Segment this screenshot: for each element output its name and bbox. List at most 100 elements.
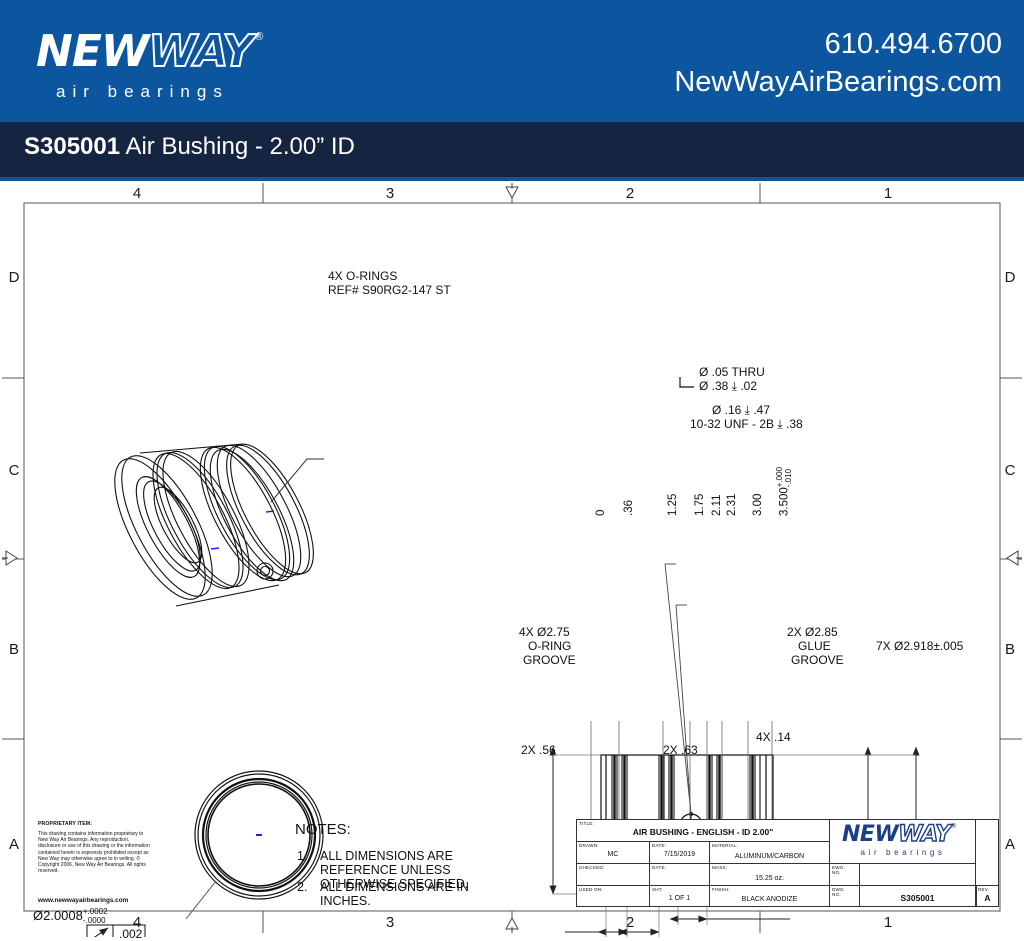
counterbore-symbol (679, 377, 694, 388)
tb-sht-value: 1 OF 1 (668, 895, 691, 902)
registered-trademark-icon: ® (255, 31, 264, 43)
zone-top-3: 3 (385, 185, 395, 202)
dim-bottom-row (565, 915, 790, 936)
tb-date1-caption: DATE: (652, 843, 667, 848)
tb-material-caption: MATERIAL: (712, 843, 738, 848)
ordinate-label-0: 0 (595, 509, 607, 516)
tb-cell-drawn: DRAWN: MC (577, 842, 650, 864)
proprietary-body: This drawing contains information propri… (38, 831, 150, 875)
tb-finish-caption: FINISH: (712, 887, 730, 892)
ordinate-label-2: 1.25 (667, 493, 679, 516)
header-banner (0, 0, 1024, 122)
tb-logo-way: WAY (898, 822, 952, 847)
tb-cell-mass: MASS: 15.25 oz. (710, 864, 830, 886)
zone-bottom-2: 2 (625, 914, 635, 931)
header-title-bar (0, 122, 1024, 177)
ordinate-label-value: 3.500 (778, 487, 791, 516)
ordinate-label-1: .36 (623, 500, 635, 516)
zone-top-2: 2 (625, 185, 635, 202)
isometric-view (114, 443, 314, 607)
oring-groove-dim-l2: O-RING (528, 639, 572, 653)
tb-logo-tagline: air bearings (860, 848, 946, 857)
zone-left-B: B (8, 641, 19, 658)
title-block-logo: NEW WAY ® air bearings (842, 822, 957, 857)
header-phone: 610.494.6700 (824, 28, 1002, 60)
header-bottom-edge (0, 177, 1024, 181)
proprietary-heading: PROPRIETARY ITEM: (38, 821, 93, 827)
tb-usedon-caption: USED ON: (579, 887, 603, 892)
company-logo: NEW WAY ® air bearings (36, 26, 264, 102)
bore-diameter-dim: Ø2.0008+.0002-.0000 (33, 908, 108, 925)
tap-thread-callout: 10-32 UNF - 2B ⤓ .38 (690, 417, 803, 431)
ordinate-label-tolerance: +.000-.010 (775, 466, 793, 488)
oring-groove-dim-l1: 4X Ø2.75 (519, 625, 570, 639)
zone-bottom-1: 1 (883, 914, 893, 931)
bore-tol-minus: -.0000 (82, 915, 106, 925)
zone-bottom-3: 3 (385, 914, 395, 931)
tb-cell-checked: CHECKED: (577, 864, 650, 886)
outer-diameter-dim: 7X Ø2.918±.005 (876, 639, 964, 653)
tb-cell-logo: NEW WAY ® air bearings (830, 820, 976, 864)
zone-left-A: A (8, 836, 19, 853)
oring-callout-line2: REF# S90RG2-147 ST (328, 283, 451, 297)
tb-dwg-caption: DWG. NO. (832, 887, 846, 897)
tb-ewo-caption: EWO. NO. (832, 865, 846, 875)
page-title-description: Air Bushing - 2.00” ID (125, 133, 355, 160)
tb-checked-caption: CHECKED: (579, 865, 605, 870)
tb-mass-value: 15.25 oz. (755, 875, 784, 882)
tb-cell-finish: FINISH: BLACK ANODIZE (710, 886, 830, 907)
zone-top-4: 4 (132, 185, 142, 202)
ordinate-label-6: 3.00 (752, 493, 764, 516)
surface-finish-frame (86, 924, 146, 937)
tb-date1-value: 7/15/2019 (663, 851, 696, 858)
note-1-number: 1. (297, 849, 308, 863)
surface-finish-value: .002 (119, 927, 143, 941)
zone-right-B: B (1004, 641, 1015, 658)
bore-diameter-value: Ø2.0008 (33, 908, 83, 923)
tb-cell-date2: DATE: (650, 864, 710, 886)
bottom-dim-14: 4X .14 (756, 730, 791, 744)
zone-right-C: C (1004, 462, 1016, 479)
logo-text-new: NEW (36, 26, 149, 77)
tb-logo-registered-icon: ® (951, 824, 957, 830)
zone-right-A: A (1004, 836, 1015, 853)
tb-title-value: AIR BUSHING - ENGLISH - ID 2.00" (632, 827, 774, 837)
bottom-dim-63: 2X .63 (663, 743, 698, 757)
tb-rev-divider (976, 886, 977, 907)
drawing-sheet: 4 3 2 1 4 3 2 1 D C B A D C B A (0, 181, 1024, 941)
tb-cell-title: TITLE: AIR BUSHING - ENGLISH - ID 2.00" (577, 820, 830, 842)
ordinate-label-7: 3.500+.000-.010 (775, 466, 793, 516)
tb-rev-caption: REV. (978, 887, 990, 892)
note-2-number: 2. (297, 880, 308, 894)
title-block: TITLE: AIR BUSHING - ENGLISH - ID 2.00" … (576, 819, 999, 907)
tb-cell-usedon: USED ON: (577, 886, 650, 907)
zone-top-1: 1 (883, 185, 893, 202)
glue-groove-dim-l1: 2X Ø2.85 (787, 625, 838, 639)
hole-thru-callout: Ø .05 THRU (699, 365, 765, 379)
zone-left-C: C (8, 462, 20, 479)
front-view (194, 770, 324, 900)
ordinate-label-4: 2.11 (711, 494, 723, 516)
tb-drawn-caption: DRAWN: (579, 843, 599, 848)
tb-cell-date1: DATE: 7/15/2019 (650, 842, 710, 864)
logo-text-way: WAY (147, 26, 255, 77)
bottom-dim-56: 2X .56 (521, 743, 556, 757)
tb-cell-ewo-value (860, 864, 976, 886)
logo-tagline: air bearings (56, 82, 229, 101)
tb-cell-material: MATERIAL: ALUMINUM/CARBON (710, 842, 830, 864)
tap-dia-callout: Ø .16 ⤓ .47 (712, 403, 771, 417)
page-title-partnumber: S305001 (24, 133, 121, 160)
tb-cell-sht: SHT. 1 OF 1 (650, 886, 710, 907)
tb-cell-dwg-value: S305001 (860, 886, 976, 907)
note-1-text: ALL DIMENSIONS ARE REFERENCE UNLESS OTHE… (320, 849, 469, 891)
glue-groove-dim-l2: GLUE (798, 639, 831, 653)
tb-cell-dwgno: DWG. NO. (830, 886, 860, 907)
tb-date2-caption: DATE: (652, 865, 667, 870)
zone-left-D: D (8, 269, 20, 286)
zone-right-D: D (1004, 269, 1016, 286)
tb-cell-rev: REV. A (976, 886, 999, 907)
oring-marks-isometric (210, 510, 275, 550)
tb-sht-caption: SHT. (652, 887, 663, 892)
tb-material-value: ALUMINUM/CARBON (734, 853, 805, 860)
